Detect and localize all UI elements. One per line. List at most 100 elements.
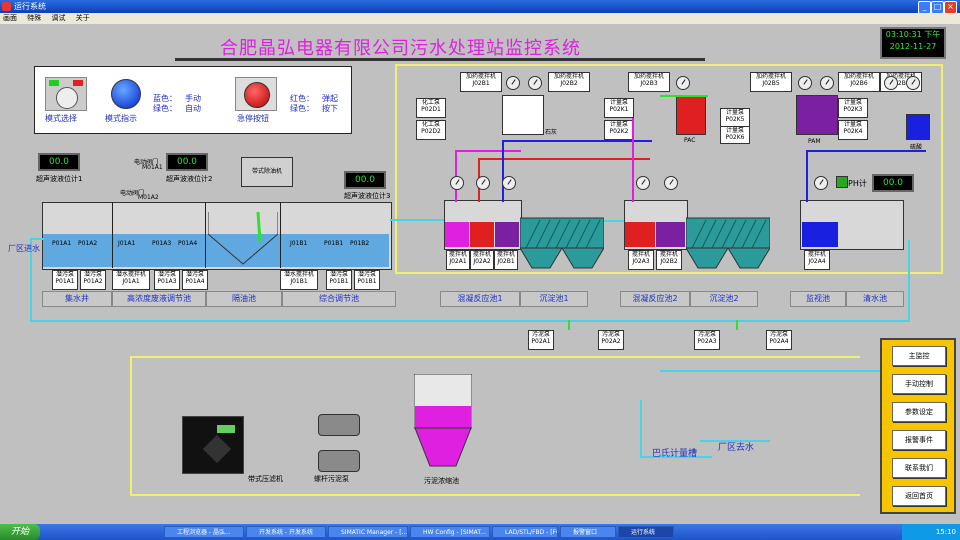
pump-box-name: 潜水搅拌机 [283, 271, 314, 278]
task-dev-system[interactable]: 开发系统 - 开发系统 [246, 526, 326, 538]
section-equalization[interactable]: 综合调节池 [282, 291, 396, 307]
start-button[interactable]: 开始 [0, 524, 40, 540]
nav-contact-us[interactable]: 联系我们 [892, 458, 946, 478]
screw-pump-1-icon[interactable] [318, 414, 360, 436]
oil-separator-funnel [208, 212, 278, 265]
gauge-icon [820, 76, 834, 90]
sludge-pump-name: 污泥泵 [531, 331, 550, 338]
belt-oil-skimmer[interactable]: 带式除油机 [241, 157, 293, 187]
menu-debug[interactable]: 调试 [51, 14, 66, 22]
menu-about[interactable]: 关于 [75, 14, 90, 22]
title-underline [175, 58, 705, 61]
pump-tag: P02K4 [843, 128, 863, 135]
window-titlebar: 运行系统 _ □ × [0, 0, 960, 14]
ph-meter-label: PH计 [848, 179, 867, 188]
level-display-1: 00.0 [38, 153, 80, 171]
pam-tank [796, 95, 838, 135]
lime-label: 石灰 [545, 129, 558, 136]
nav-main-monitor[interactable]: 主监控 [892, 346, 946, 366]
section-monitor-tank[interactable]: 监视池 [790, 291, 846, 307]
blue-legend: 蓝色： [153, 94, 177, 103]
mode-indicator-lamp [111, 79, 141, 109]
valve-label-1: 电动阀门 [134, 159, 159, 166]
nav-return-home[interactable]: 返回首页 [892, 486, 946, 506]
belt-press-machine[interactable] [182, 416, 244, 474]
frame-line [130, 356, 132, 496]
valve-label-2: 电动阀门 [120, 190, 145, 197]
section-coagulation-2[interactable]: 混凝反应池2 [620, 291, 690, 307]
task-project-browser[interactable]: 工程浏览器 - 晶弘... [164, 526, 244, 538]
pump-box-name: 潜污泵 [329, 271, 348, 278]
menu-special[interactable]: 特殊 [27, 14, 42, 22]
section-sedimentation-1[interactable]: 沉淀池1 [520, 291, 588, 307]
maximize-button[interactable]: □ [931, 1, 944, 14]
clock-display: 03:10:31 下午 2012-11-27 [880, 27, 946, 59]
pump-box-name: 潜水搅拌机 [115, 271, 146, 278]
mode-select-switch[interactable] [45, 77, 87, 111]
section-collection-well[interactable]: 集水井 [42, 291, 112, 307]
sludge-line [736, 320, 738, 330]
mixer-tag: J02A2 [473, 258, 491, 265]
section-high-concentration[interactable]: 高浓度废液调节池 [112, 291, 206, 307]
nav-alarm-events[interactable]: 报警事件 [892, 430, 946, 450]
section-coagulation-1[interactable]: 混凝反应池1 [440, 291, 520, 307]
mixer-name: 加药搅拌机 [755, 73, 786, 80]
green2-legend-value: 按下 [322, 104, 338, 113]
task-alarm-window[interactable]: 报警窗口 [560, 526, 616, 538]
pump-tag: P02D1 [421, 106, 441, 113]
task-lad-stl[interactable]: LAD/STL/FBD - [FC3... [492, 526, 558, 538]
window-title: 运行系统 [14, 2, 46, 11]
mixer-tag: J02A3 [632, 258, 650, 265]
emergency-stop-button[interactable] [235, 77, 277, 111]
section-sedimentation-2[interactable]: 沉淀池2 [690, 291, 758, 307]
chem-line [502, 140, 652, 142]
section-clear-water[interactable]: 清水池 [846, 291, 904, 307]
menu-screen[interactable]: 画面 [3, 14, 17, 22]
nav-manual-control[interactable]: 手动控制 [892, 374, 946, 394]
pump-box-tag: P01A3 [157, 278, 177, 285]
task-runtime[interactable]: 运行系统 [618, 526, 674, 538]
section-oil-separator[interactable]: 隔油池 [206, 291, 282, 307]
task-hw-config[interactable]: HW Config - [SIMAT... [410, 526, 490, 538]
pump-box-name: 潜污泵 [55, 271, 74, 278]
ultrasonic-label-3: 超声波液位计3 [344, 192, 391, 200]
green-indicator [49, 80, 59, 86]
task-simatic-manager[interactable]: SIMATIC Manager - [... [328, 526, 408, 538]
screw-pump-2-icon[interactable] [318, 450, 360, 472]
mixer-name: 加药搅拌机 [885, 73, 916, 80]
mixer-name: 搅拌机 [807, 251, 826, 258]
nav-parameter-settings[interactable]: 参数设定 [892, 402, 946, 422]
valve-tag-2: M01A2 [138, 194, 159, 201]
